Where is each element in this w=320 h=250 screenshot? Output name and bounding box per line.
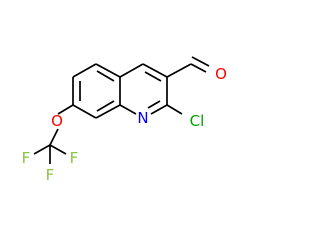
bond-c4a-c5-inner xyxy=(96,70,115,82)
atom-oxygen-ether: O xyxy=(51,112,63,130)
bond-c2-cl xyxy=(166,104,183,115)
bond-c3-cho xyxy=(166,63,192,78)
bond-cf3-f-left xyxy=(33,144,51,155)
atom-fluorine-right: F xyxy=(70,149,79,167)
bond-cho-o-inner xyxy=(191,56,210,67)
bond-lines xyxy=(33,56,210,164)
atom-oxygen-aldehyde: O xyxy=(215,65,227,83)
atom-fluorine-bottom: F xyxy=(46,166,55,184)
atom-labels: O N Cl O F F F xyxy=(22,65,227,184)
bond-c4a-c5 xyxy=(95,63,121,78)
bond-n-c8a xyxy=(119,104,137,115)
bond-c4-c3-inner xyxy=(144,71,162,82)
bond-o-cf3 xyxy=(49,128,59,146)
bond-c8-c8a xyxy=(95,104,121,119)
atom-chlorine: Cl xyxy=(190,112,205,130)
bond-c2-n-inner xyxy=(147,100,161,109)
bond-c2-n xyxy=(150,104,168,115)
atom-nitrogen-ring: N xyxy=(137,109,148,127)
atom-fluorine-left: F xyxy=(22,149,31,167)
bond-cf3-f-right xyxy=(49,144,67,155)
bond-c4-c3 xyxy=(142,63,168,78)
bond-c7-o xyxy=(57,104,74,115)
molecule-structure-diagram: O N Cl O F F F xyxy=(22,56,227,184)
bond-c5-c6 xyxy=(72,63,97,78)
bond-c4-c4a xyxy=(119,63,144,78)
bond-c8-c8a-inner xyxy=(96,100,115,112)
bond-cho-o xyxy=(190,63,207,73)
bond-c7-c8 xyxy=(72,104,97,119)
